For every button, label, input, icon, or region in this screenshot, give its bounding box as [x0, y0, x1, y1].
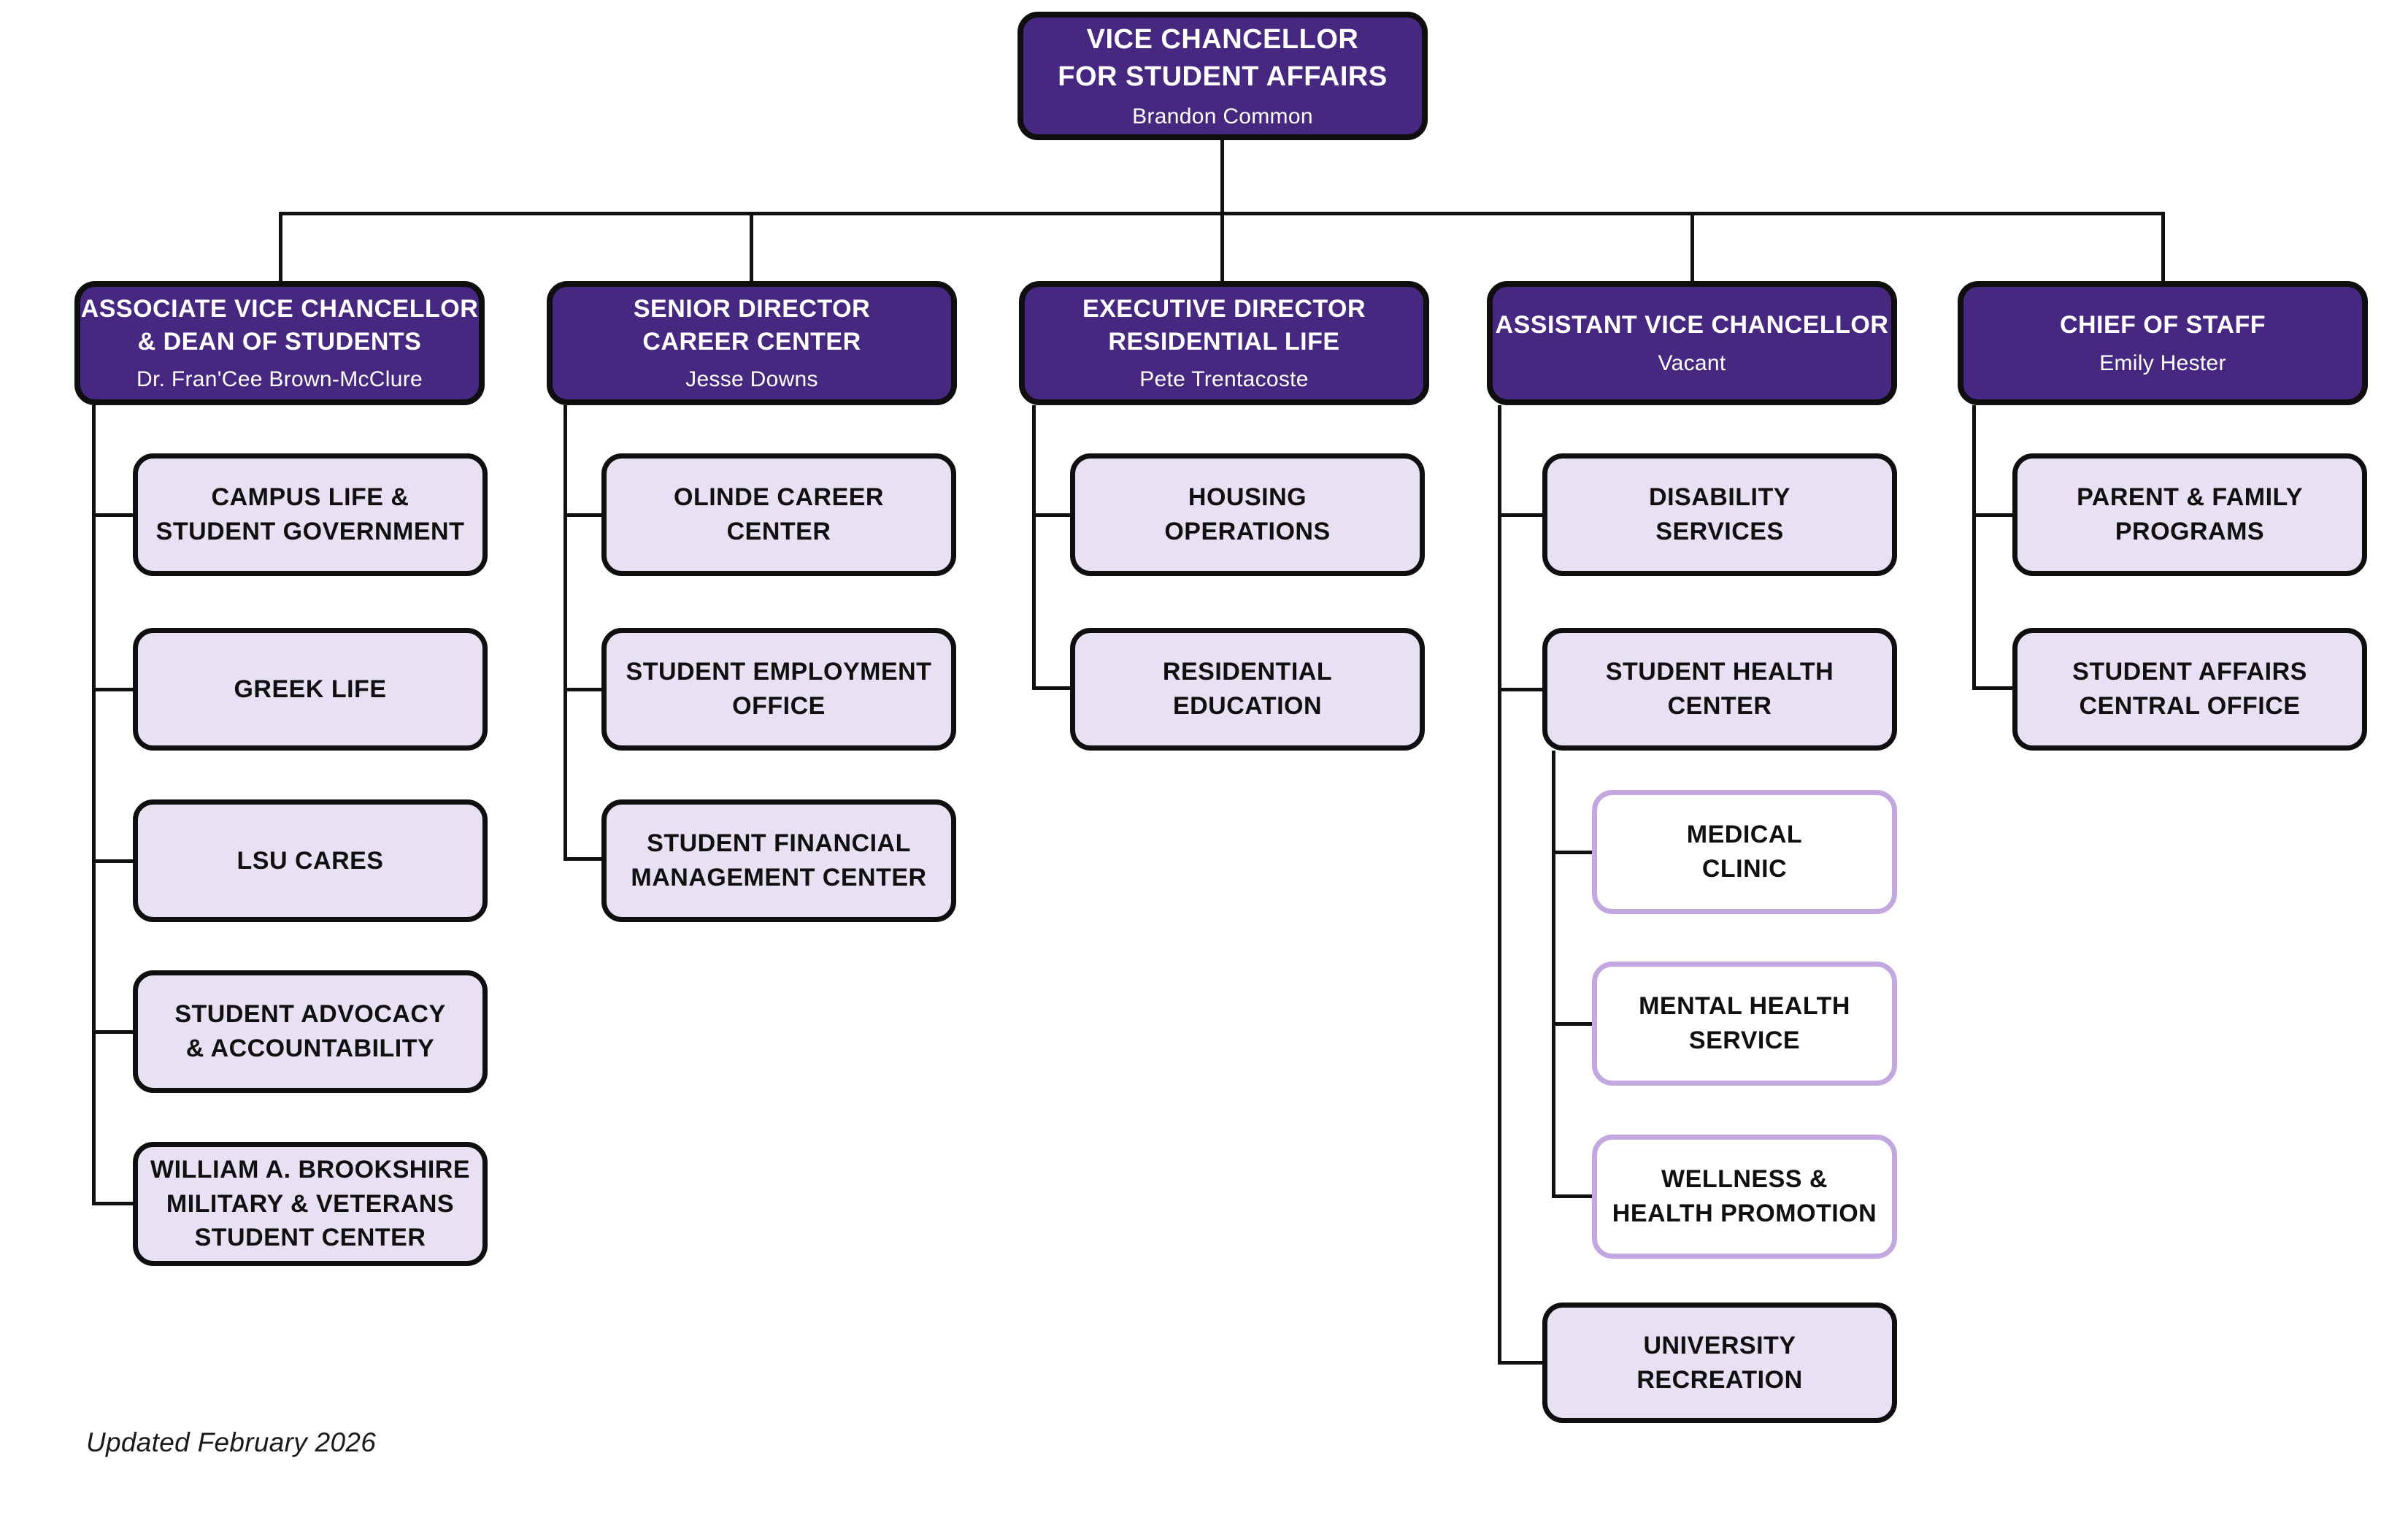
connector-line [92, 1202, 133, 1205]
connector-line [1032, 686, 1070, 690]
box-title: ASSISTANT VICE CHANCELLOR [1495, 311, 1889, 339]
connector-line [1552, 851, 1592, 854]
connector-line [1972, 513, 2012, 517]
org-box-campus-life-student-government: CAMPUS LIFE & STUDENT GOVERNMENT [133, 453, 488, 576]
box-label: STUDENT AFFAIRS CENTRAL OFFICE [2072, 658, 2307, 720]
connector-line [1498, 1361, 1542, 1365]
org-box-parent-family-programs: PARENT & FAMILY PROGRAMS [2012, 453, 2367, 576]
connector-line [279, 212, 282, 282]
box-label: OLINDE CAREER CENTER [674, 483, 884, 545]
connector-line [1498, 405, 1501, 1365]
org-box-disability-services: DISABILITY SERVICES [1542, 453, 1897, 576]
box-person: Emily Hester [2099, 350, 2226, 375]
connector-line [1552, 1194, 1592, 1198]
box-person: Pete Trentacoste [1139, 367, 1309, 392]
box-label: WILLIAM A. BROOKSHIRE MILITARY & VETERAN… [150, 1155, 470, 1252]
connector-line [1220, 212, 1224, 282]
connector-line [563, 405, 567, 861]
org-box-student-affairs-central-office: STUDENT AFFAIRS CENTRAL OFFICE [2012, 628, 2367, 751]
connector-line [563, 857, 601, 861]
updated-date-note: Updated February 2026 [86, 1427, 377, 1457]
connector-line [2161, 212, 2165, 282]
box-person: Brandon Common [1132, 104, 1313, 128]
org-box-student-health-center: STUDENT HEALTH CENTER [1542, 628, 1897, 751]
box-person: Vacant [1658, 350, 1726, 375]
org-box-mental-health-service: MENTAL HEALTH SERVICE [1592, 962, 1897, 1086]
connector-line [1032, 405, 1036, 690]
box-label: GREEK LIFE [234, 675, 387, 703]
connector-line [1498, 688, 1542, 691]
box-label: STUDENT ADVOCACY & ACCOUNTABILITY [174, 1000, 446, 1062]
org-box-greek-life: GREEK LIFE [133, 628, 488, 751]
box-label: STUDENT EMPLOYMENT OFFICE [626, 658, 932, 720]
connector-line [1690, 212, 1694, 282]
org-box-wellness-health-promotion: WELLNESS & HEALTH PROMOTION [1592, 1135, 1897, 1259]
connector-line [92, 405, 96, 1205]
org-box-university-recreation: UNIVERSITY RECREATION [1542, 1303, 1897, 1423]
box-label: STUDENT HEALTH CENTER [1605, 658, 1834, 720]
box-label: MEDICAL CLINIC [1686, 821, 1803, 883]
connector-line [92, 1030, 133, 1034]
connector-line [1220, 140, 1224, 213]
org-box-executive-director-residential-life: EXECUTIVE DIRECTOR RESIDENTIAL LIFE Pete… [1019, 281, 1429, 405]
connector-line [92, 513, 133, 517]
box-label: CAMPUS LIFE & STUDENT GOVERNMENT [155, 483, 465, 545]
org-box-senior-director-career-center: SENIOR DIRECTOR CAREER CENTER Jesse Down… [547, 281, 957, 405]
box-title: VICE CHANCELLOR FOR STUDENT AFFAIRS [1058, 24, 1388, 92]
box-label: STUDENT FINANCIAL MANAGEMENT CENTER [631, 829, 927, 891]
connector-line [563, 688, 601, 691]
box-label: DISABILITY SERVICES [1649, 483, 1790, 545]
connector-line [1972, 686, 2012, 690]
box-person: Jesse Downs [685, 367, 818, 392]
org-box-vice-chancellor: VICE CHANCELLOR FOR STUDENT AFFAIRS Bran… [1018, 12, 1428, 140]
connector-line [563, 513, 601, 517]
connector-line [92, 688, 133, 691]
org-box-brookshire-military-veterans-center: WILLIAM A. BROOKSHIRE MILITARY & VETERAN… [133, 1142, 488, 1266]
org-box-olinde-career-center: OLINDE CAREER CENTER [601, 453, 956, 576]
org-box-chief-of-staff: CHIEF OF STAFF Emily Hester [1958, 281, 2368, 405]
org-box-medical-clinic: MEDICAL CLINIC [1592, 790, 1897, 914]
org-box-associate-vc-dean-of-students: ASSOCIATE VICE CHANCELLOR & DEAN OF STUD… [74, 281, 485, 405]
org-box-housing-operations: HOUSING OPERATIONS [1070, 453, 1425, 576]
connector-line [1552, 1022, 1592, 1026]
connector-line [92, 859, 133, 863]
org-box-student-advocacy-accountability: STUDENT ADVOCACY & ACCOUNTABILITY [133, 970, 488, 1093]
box-person: Dr. Fran'Cee Brown-McClure [136, 367, 423, 392]
box-label: MENTAL HEALTH SERVICE [1639, 992, 1850, 1054]
org-box-student-financial-management-center: STUDENT FINANCIAL MANAGEMENT CENTER [601, 799, 956, 922]
connector-line [1552, 751, 1555, 1198]
box-title: EXECUTIVE DIRECTOR RESIDENTIAL LIFE [1082, 294, 1366, 356]
box-title: ASSOCIATE VICE CHANCELLOR & DEAN OF STUD… [80, 294, 479, 356]
connector-line [1498, 513, 1542, 517]
box-label: LSU CARES [236, 846, 384, 875]
box-label: HOUSING OPERATIONS [1164, 483, 1331, 545]
box-label: WELLNESS & HEALTH PROMOTION [1612, 1165, 1877, 1227]
box-title: SENIOR DIRECTOR CAREER CENTER [633, 294, 871, 356]
box-label: UNIVERSITY RECREATION [1636, 1331, 1803, 1394]
org-box-lsu-cares: LSU CARES [133, 799, 488, 922]
org-box-student-employment-office: STUDENT EMPLOYMENT OFFICE [601, 628, 956, 751]
connector-line [1972, 405, 1976, 690]
box-label: PARENT & FAMILY PROGRAMS [2077, 483, 2303, 545]
org-box-residential-education: RESIDENTIAL EDUCATION [1070, 628, 1425, 751]
box-label: RESIDENTIAL EDUCATION [1162, 658, 1333, 720]
connector-line [750, 212, 753, 282]
connector-line [1032, 513, 1070, 517]
box-title: CHIEF OF STAFF [2059, 311, 2266, 339]
org-box-assistant-vice-chancellor: ASSISTANT VICE CHANCELLOR Vacant [1487, 281, 1897, 405]
